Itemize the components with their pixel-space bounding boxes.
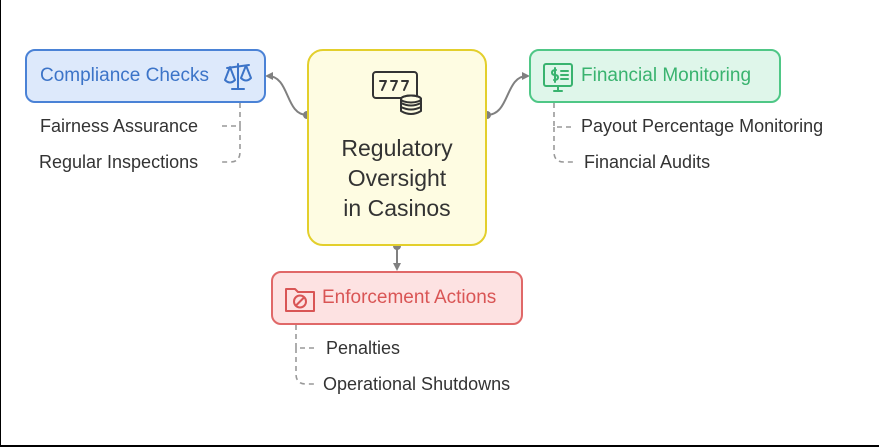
dashed-connector-penalties: [295, 325, 316, 349]
slot-machine-coins-icon: [371, 70, 423, 121]
central-topic-node[interactable]: Regulatory Oversight in Casinos: [307, 49, 487, 246]
leaf-penalties: Penalties: [326, 338, 401, 358]
compliance-checks-node[interactable]: Compliance Checks: [25, 49, 266, 103]
leaf-payout-percentage-monitoring: Payout Percentage Monitoring: [581, 116, 824, 136]
dashed-connector-audits: [553, 127, 574, 163]
financial-report-icon: [542, 62, 574, 99]
leaf-regular-inspections: Regular Inspections: [39, 152, 199, 172]
dashed-connector-inspections: [222, 126, 241, 163]
leaf-financial-audits: Financial Audits: [584, 152, 711, 172]
connector-central-financial: [486, 72, 530, 116]
enforcement-actions-title: Enforcement Actions: [322, 287, 497, 308]
prohibited-folder-icon: [284, 285, 316, 318]
compliance-checks-title: Compliance Checks: [40, 65, 209, 86]
dashed-connector-fairness: [222, 103, 241, 127]
frame-border-left: [0, 0, 1, 447]
connector-central-compliance: [265, 72, 308, 116]
leaf-fairness-assurance: Fairness Assurance: [40, 116, 199, 136]
central-title-line-1: Regulatory: [341, 135, 453, 161]
enforcement-actions-node[interactable]: Enforcement Actions: [271, 271, 523, 325]
financial-monitoring-title: Financial Monitoring: [581, 65, 752, 86]
dashed-connector-shutdowns: [295, 348, 314, 385]
financial-monitoring-node[interactable]: Financial Monitoring: [529, 49, 781, 103]
leaf-operational-shutdowns: Operational Shutdowns: [323, 374, 511, 394]
central-title-line-2: Oversight: [347, 165, 447, 191]
dashed-connector-payout: [553, 103, 572, 128]
central-title-line-3: in Casinos: [343, 195, 451, 221]
scales-icon: [222, 62, 254, 97]
frame-border-bottom: [0, 445, 879, 447]
central-topic-title: Regulatory Oversight in Casinos: [341, 133, 452, 223]
